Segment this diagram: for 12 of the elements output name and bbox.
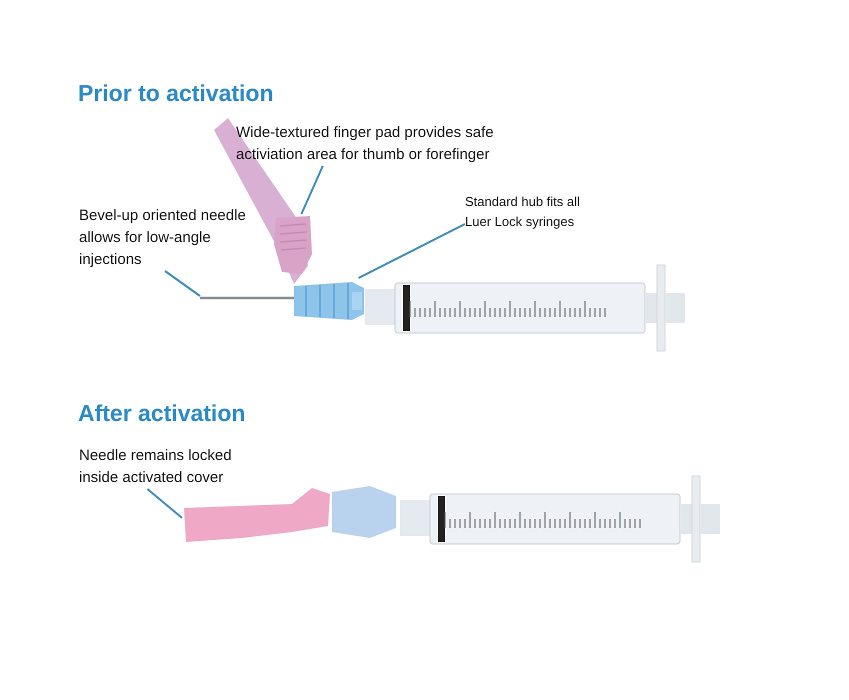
callout-text: Standard hub fits all Luer Lock syringes (465, 193, 581, 231)
leader-line (164, 270, 201, 297)
leader-line (358, 223, 466, 279)
callout-text: Bevel-up oriented needle allows for low-angle injections (79, 206, 247, 270)
activated-cover (182, 486, 332, 544)
callout-text: Needle remains locked inside activated cover (79, 446, 233, 488)
section-heading: After activation (78, 399, 246, 428)
section-heading: Prior to activation (78, 79, 274, 108)
callout-text: Wide-textured finger pad provides safe activiation area for thumb or forefinger (236, 123, 495, 165)
leader-line (146, 488, 183, 519)
leader-line (300, 166, 324, 214)
finger-pad (272, 214, 314, 276)
